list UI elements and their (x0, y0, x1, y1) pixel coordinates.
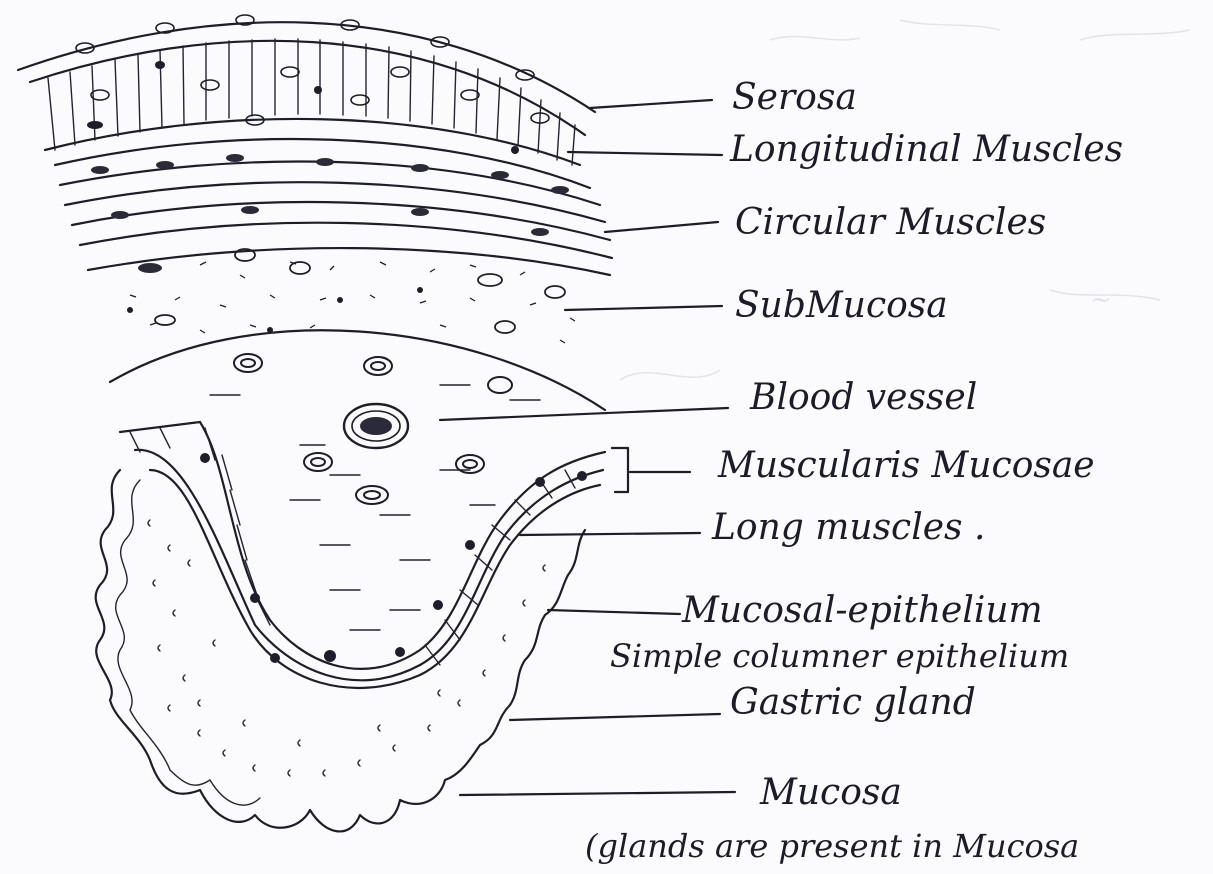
label-gastric-gland: Gastric gland (730, 685, 976, 721)
leader-lines (440, 100, 735, 795)
bleed-through-marks (620, 20, 1190, 380)
label-long-muscles: Long muscles . (712, 510, 985, 546)
bleed-through-text: ~ (1090, 285, 1112, 315)
muscularis-inner-edge (150, 470, 600, 688)
longitudinal-striations (48, 39, 575, 165)
longitudinal-top-line (30, 41, 585, 135)
label-submucosa: SubMucosa (735, 288, 948, 324)
label-mucosa: Mucosa (760, 775, 902, 811)
muscularis-nuclei (200, 453, 587, 663)
label-longitudinal-muscles: Longitudinal Muscles (730, 132, 1123, 168)
gland-stipple (148, 520, 545, 776)
circular-muscle-nuclei (91, 154, 569, 273)
label-mucosal-epithelium: Mucosal-epithelium (682, 593, 1043, 629)
mucosa-wavy-edge (96, 470, 585, 831)
main-blood-vessel (344, 404, 408, 448)
muscularis-outer-edge (120, 422, 605, 669)
longitudinal-bottom-line (45, 119, 580, 165)
label-simple-columnar-epithelium: Simple columner epithelium (610, 640, 1069, 672)
label-circular-muscles: Circular Muscles (735, 205, 1046, 241)
label-glands-note: (glands are present in Mucosa (585, 830, 1079, 862)
mucosa-fold-top (110, 330, 605, 410)
label-blood-vessel: Blood vessel (750, 380, 977, 416)
muscularis-bracket (612, 448, 628, 492)
circular-muscle-bands (55, 139, 612, 275)
submucosa-vessels (155, 249, 565, 333)
submucosa-dark-spots (127, 287, 423, 333)
label-muscularis-mucosae: Muscularis Mucosae (718, 448, 1095, 484)
label-serosa: Serosa (732, 80, 857, 116)
